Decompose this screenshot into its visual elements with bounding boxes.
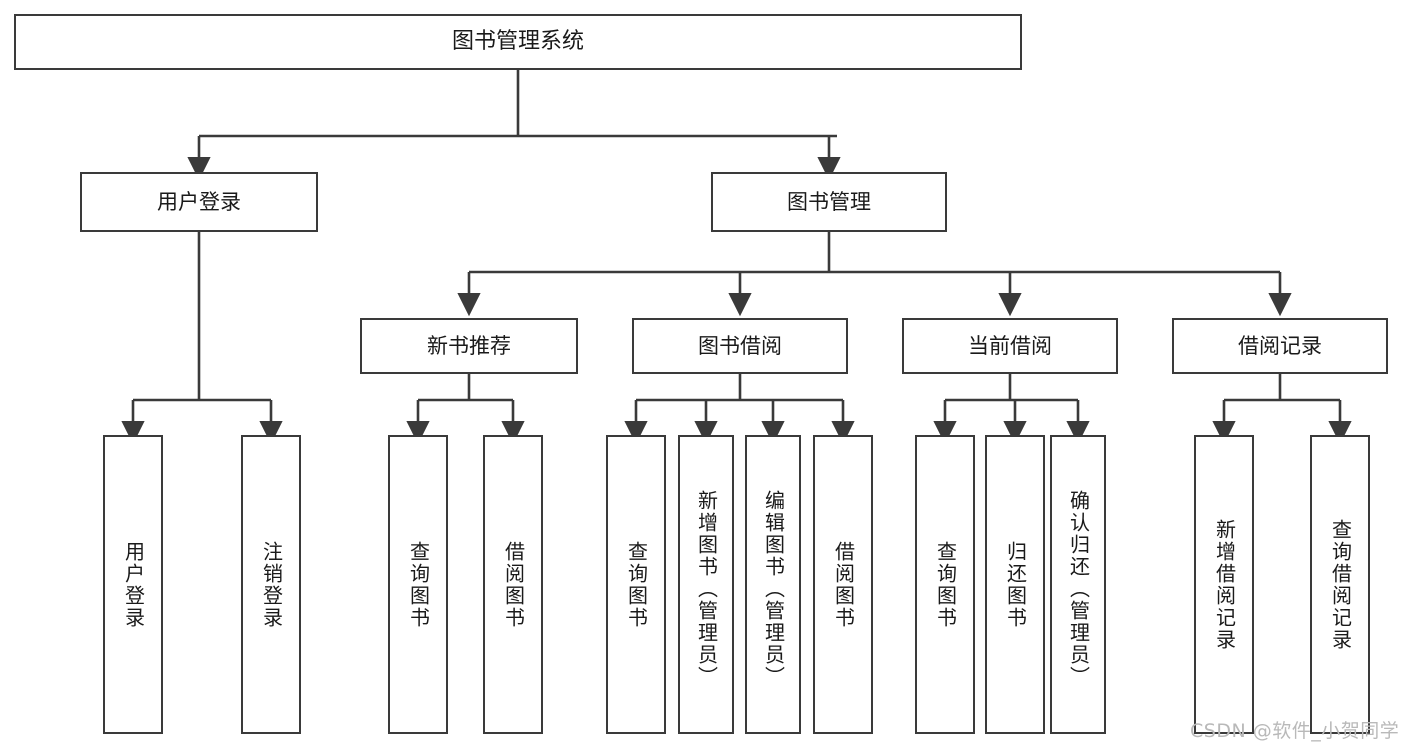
leaf-confirm-return-admin-label: 确认归还（管理员）: [1066, 489, 1091, 688]
leaf-logout-label: 注销登录: [259, 540, 284, 629]
leaf-add-book-admin-label: 新增图书（管理员）: [694, 489, 719, 688]
leaf-add-book-admin[interactable]: 新增图书（管理员）: [678, 435, 734, 734]
node-current-borrow-label: 当前借阅: [968, 333, 1052, 358]
leaf-query-borrow-record[interactable]: 查询借阅记录: [1310, 435, 1370, 734]
node-book-borrow-label: 图书借阅: [698, 333, 782, 358]
node-user-login-label: 用户登录: [157, 189, 241, 214]
leaf-query-book-current-label: 查询图书: [933, 540, 958, 629]
leaf-query-book-current[interactable]: 查询图书: [915, 435, 975, 734]
leaf-query-book-new-label: 查询图书: [406, 540, 431, 629]
node-current-borrow[interactable]: 当前借阅: [902, 318, 1118, 374]
node-root-label: 图书管理系统: [451, 29, 584, 55]
node-new-book-recommend-label: 新书推荐: [427, 333, 511, 358]
leaf-borrow-book-label: 借阅图书: [831, 540, 856, 629]
leaf-query-borrow-record-label: 查询借阅记录: [1328, 518, 1353, 651]
leaf-borrow-book-new-label: 借阅图书: [501, 540, 526, 629]
leaf-return-book[interactable]: 归还图书: [985, 435, 1045, 734]
leaf-borrow-book-new[interactable]: 借阅图书: [483, 435, 543, 734]
leaf-confirm-return-admin[interactable]: 确认归还（管理员）: [1050, 435, 1106, 734]
node-borrow-record-label: 借阅记录: [1238, 333, 1322, 358]
leaf-user-login-label: 用户登录: [121, 540, 146, 629]
leaf-add-borrow-record[interactable]: 新增借阅记录: [1194, 435, 1254, 734]
node-book-management-label: 图书管理: [787, 189, 871, 214]
leaf-edit-book-admin[interactable]: 编辑图书（管理员）: [745, 435, 801, 734]
node-book-borrow[interactable]: 图书借阅: [632, 318, 848, 374]
node-book-management[interactable]: 图书管理: [711, 172, 947, 232]
leaf-logout[interactable]: 注销登录: [241, 435, 301, 734]
node-user-login[interactable]: 用户登录: [80, 172, 318, 232]
leaf-user-login[interactable]: 用户登录: [103, 435, 163, 734]
leaf-edit-book-admin-label: 编辑图书（管理员）: [761, 489, 786, 688]
leaf-return-book-label: 归还图书: [1003, 540, 1028, 629]
leaf-query-book-borrow[interactable]: 查询图书: [606, 435, 666, 734]
leaf-query-book-borrow-label: 查询图书: [624, 540, 649, 629]
leaf-query-book-new[interactable]: 查询图书: [388, 435, 448, 734]
node-borrow-record[interactable]: 借阅记录: [1172, 318, 1388, 374]
node-new-book-recommend[interactable]: 新书推荐: [360, 318, 578, 374]
node-root[interactable]: 图书管理系统: [14, 14, 1022, 70]
leaf-borrow-book[interactable]: 借阅图书: [813, 435, 873, 734]
leaf-add-borrow-record-label: 新增借阅记录: [1212, 518, 1237, 651]
